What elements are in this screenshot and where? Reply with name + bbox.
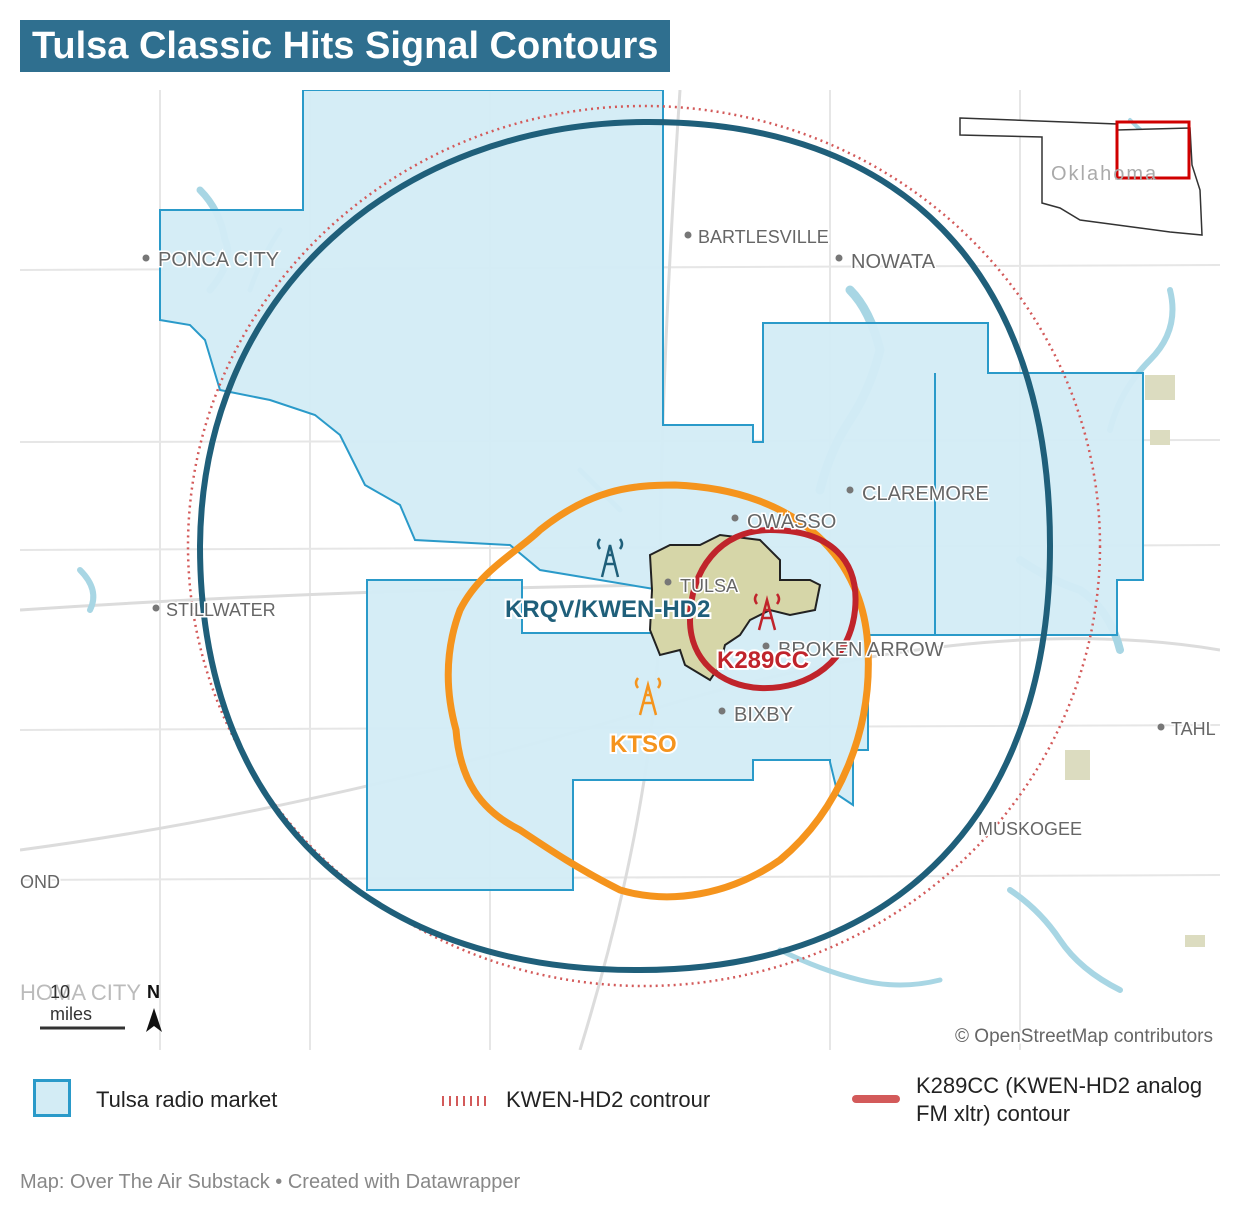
legend-swatch-kwen (442, 1096, 490, 1106)
scale-bar: 10 miles (40, 982, 125, 1030)
city-label-claremore: CLAREMORE (862, 483, 989, 505)
oklahoma-inset[interactable]: Oklahoma (959, 117, 1203, 236)
svg-text:10: 10 (50, 982, 70, 1002)
north-arrow-icon: N (146, 982, 162, 1032)
station-label-k289cc: K289CC (717, 647, 809, 674)
city-dots (142, 231, 1165, 731)
city-label-ponca-city: PONCA CITY (158, 249, 279, 271)
svg-text:N: N (147, 982, 160, 1002)
k289cc-contour (686, 526, 859, 692)
krqv-contour (196, 118, 1054, 974)
inset-locator-box (1115, 120, 1191, 180)
tulsa-radio-market (159, 90, 1144, 891)
city-label-stillwater: STILLWATER (166, 600, 276, 620)
krqv-tower-icon[interactable] (596, 538, 624, 578)
oklahoma-outline (959, 117, 1203, 236)
legend-swatch-market (33, 1079, 71, 1117)
inset-state-label: Oklahoma (1051, 163, 1158, 185)
kwen-hd2-contour (186, 104, 1102, 988)
city-label-ond: OND (20, 872, 60, 892)
legend-label-market: Tulsa radio market (96, 1087, 278, 1112)
city-labels: PONCA CITY BARTLESVILLE NOWATA CLAREMORE… (20, 226, 1217, 1007)
ktso-tower-icon[interactable] (634, 677, 662, 716)
city-label-bixby: BIXBY (734, 704, 793, 726)
map-canvas[interactable]: PONCA CITY BARTLESVILLE NOWATA CLAREMORE… (20, 90, 1220, 1050)
city-label-nowata: NOWATA (851, 251, 936, 273)
legend-label-k289cc-line2: FM xltr) contour (916, 1101, 1071, 1126)
city-label-tahl: TAHL (1171, 719, 1216, 739)
city-label-tulsa: TULSA (680, 576, 738, 596)
legend-label-kwen: KWEN-HD2 controur (506, 1087, 711, 1112)
city-label-bartlesville: BARTLESVILLE (698, 227, 829, 247)
urban-areas (1065, 375, 1205, 947)
city-label-okc: HOMA CITY (20, 980, 141, 1005)
map-title: Tulsa Classic Hits Signal Contours (20, 20, 671, 72)
city-label-owasso: OWASSO (747, 511, 836, 533)
svg-text:miles: miles (50, 1004, 92, 1024)
footer-credit: Map: Over The Air Substack • Created wit… (20, 1171, 521, 1193)
city-label-broken-arrow: BROKEN ARROW (778, 639, 944, 661)
k289cc-tower-icon[interactable] (753, 593, 781, 631)
ktso-contour (444, 481, 872, 901)
station-label-krqv: KRQV/KWEN-HD2 (505, 596, 710, 623)
station-label-ktso: KTSO (610, 731, 677, 758)
station-labels: KRQV/KWEN-HD2 K289CC KTSO (503, 594, 811, 760)
legend-label-k289cc-line1: K289CC (KWEN-HD2 analog (916, 1073, 1203, 1098)
legend-swatch-k289cc (852, 1095, 900, 1103)
city-label-muskogee: MUSKOGEE (978, 819, 1082, 839)
map-attribution: © OpenStreetMap contributors (955, 1026, 1213, 1047)
